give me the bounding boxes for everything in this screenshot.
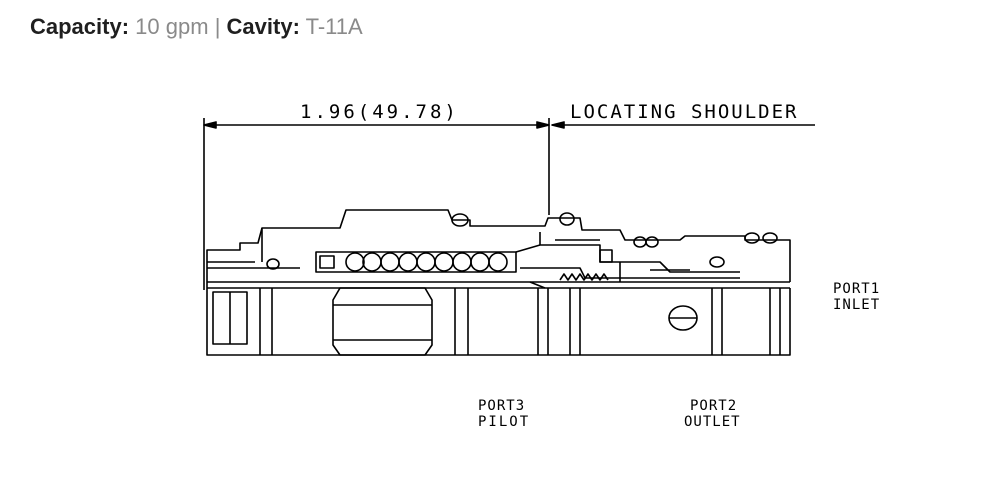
o-rings [266,212,778,270]
port2-label: PORT2 [690,398,737,414]
poppet-internals [515,232,740,289]
port1-label: PORT1 [833,281,880,297]
valve-body-outline [206,209,791,356]
valve-lower-body [212,287,781,356]
cavity-value: T-11A [305,14,363,39]
locating-shoulder-label: LOCATING SHOULDER [570,101,798,123]
spec-separator: | [214,14,221,39]
cavity-label: Cavity: [226,14,300,39]
port1-sublabel: INLET [833,297,880,313]
spring [315,251,517,273]
spec-line: Capacity: 10 gpm | Cavity: T-11A [30,14,363,40]
port2-sublabel: OUTLET [684,414,741,430]
capacity-value: 10 gpm [135,14,209,39]
capacity-label: Capacity: [30,14,130,39]
dimension-line [203,118,815,290]
dimension-label: 1.96(49.78) [300,101,459,123]
port3-label: PORT3 [478,398,525,414]
port3-sublabel: PILOT [478,414,530,430]
